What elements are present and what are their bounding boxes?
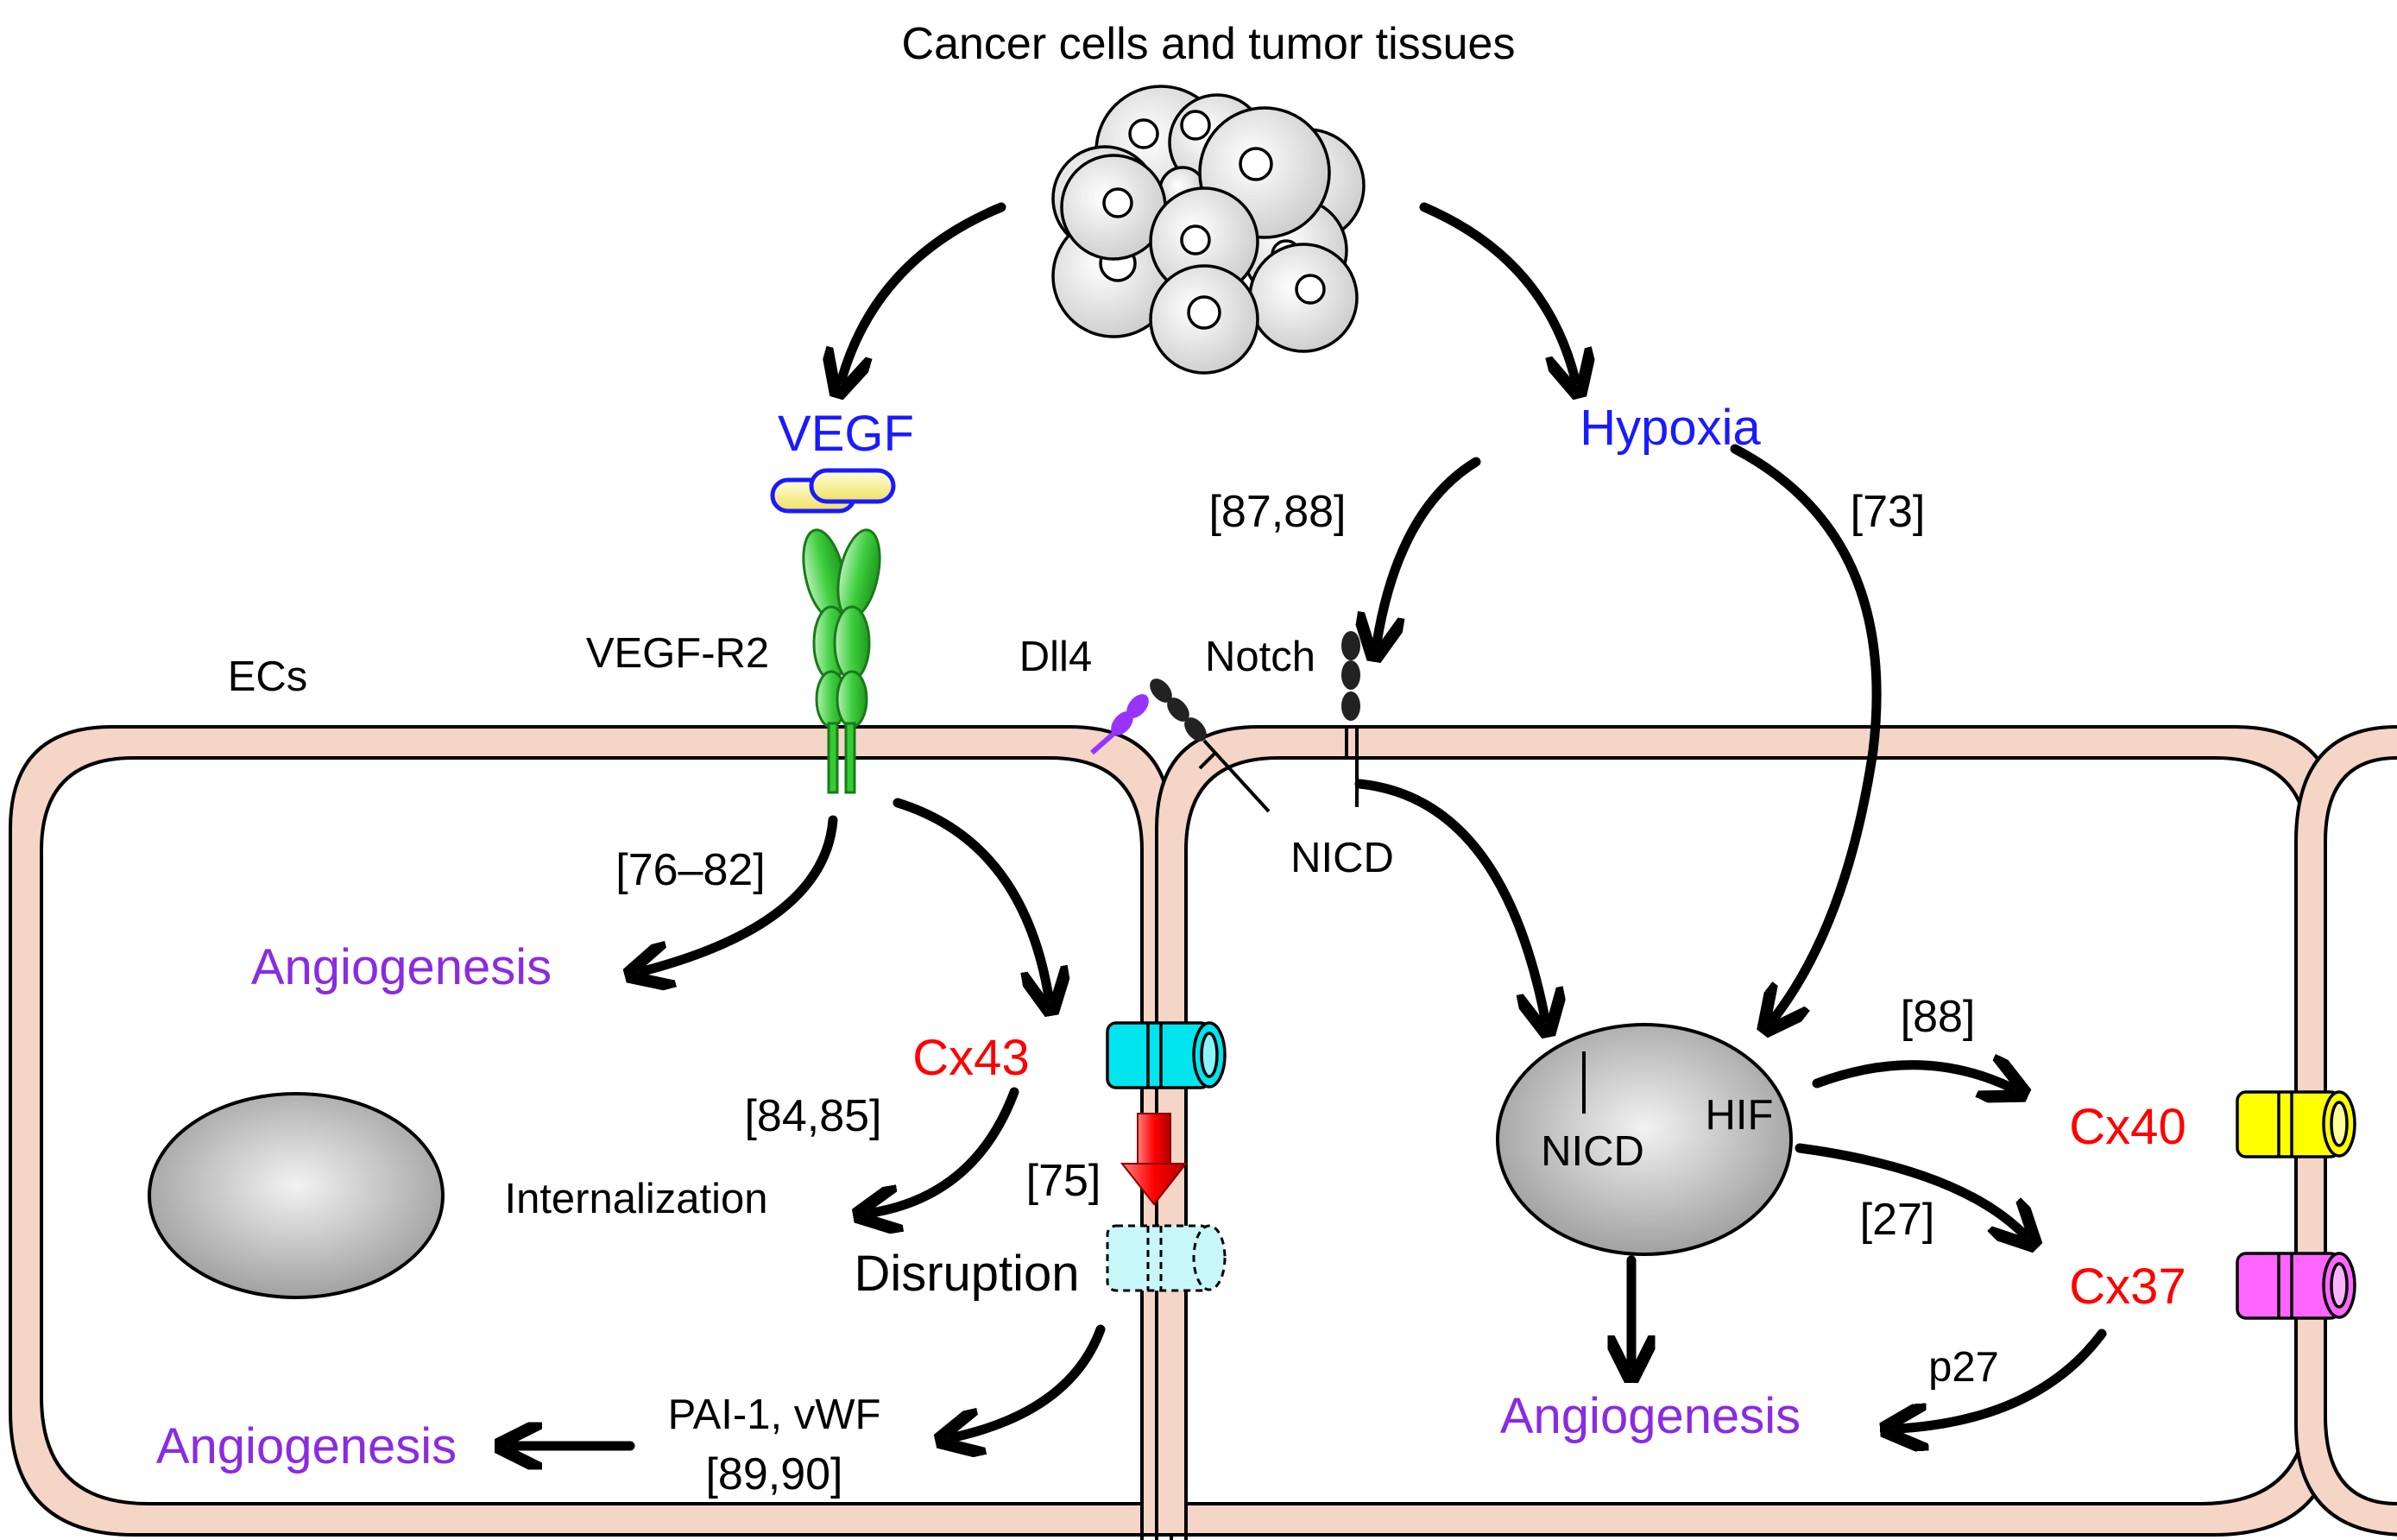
label-dll4: Dll4: [1019, 634, 1092, 680]
arrow-cancer-to-hypoxia: [1419, 202, 1575, 380]
arrows: [514, 202, 2107, 1446]
arrow-hif-to-cx37: [1795, 1143, 2024, 1234]
left-cell-nucleus: [148, 1092, 445, 1299]
arrow-cancer-to-vegf: [842, 202, 1006, 380]
label-hypoxia: Hypoxia: [1580, 400, 1761, 456]
arrow-hif-to-cx40: [1812, 1065, 2011, 1088]
ref-27: [27]: [1860, 1195, 1935, 1245]
arrow-disruption-to-pai: [954, 1324, 1106, 1437]
label-nucleus-nicd: NICD: [1541, 1128, 1644, 1175]
disruption-red-arrow-icon: [1120, 1113, 1189, 1206]
label-pai-vwf: PAI-1, vWF: [668, 1392, 881, 1438]
ref-87-88: [87,88]: [1208, 487, 1346, 537]
label-vegf-r2: VEGF-R2: [586, 630, 769, 677]
vegf-receptor-2-icon: [802, 528, 881, 794]
cancer-cell: [1248, 243, 1359, 353]
cancer-cell: [1149, 264, 1259, 375]
label-angiogenesis-right: Angiogenesis: [1500, 1388, 1801, 1444]
right-cell-nucleus: [1496, 1023, 1793, 1256]
arrow-cx37-to-angiogenesis: [1899, 1329, 2107, 1429]
ref-73: [73]: [1851, 487, 1926, 537]
left-cell-interior: [40, 756, 1144, 1540]
cancer-cell: [1149, 186, 1259, 297]
label-disruption: Disruption: [854, 1246, 1079, 1302]
label-angiogenesis-left-bottom: Angiogenesis: [156, 1418, 457, 1474]
label-vegf: VEGF: [778, 406, 914, 462]
cx43-disrupted-junction-icon: [1106, 1224, 1227, 1292]
title-cancer-cells: Cancer cells and tumor tissues: [902, 19, 1516, 69]
arrow-cx43-to-internalization: [872, 1087, 1019, 1213]
arrow-vegfr2-to-cx43: [893, 798, 1049, 997]
vegf-ligand-icon: [770, 468, 896, 514]
cancer-cell-cluster-icon: [1051, 85, 1366, 375]
cx40-gap-junction-icon: [2236, 1090, 2356, 1158]
arrow-hypoxia-to-notch: [1377, 457, 1481, 643]
label-p27: p27: [1928, 1344, 1999, 1391]
ref-89-90: [89,90]: [705, 1449, 842, 1499]
label-internalization: Internalization: [504, 1176, 767, 1222]
ref-76-82: [76–82]: [615, 845, 766, 895]
label-angiogenesis-left-top: Angiogenesis: [251, 939, 552, 995]
cx37-gap-junction-icon: [2236, 1252, 2356, 1320]
notch-receptor-right-icon: [1341, 631, 1360, 807]
label-notch: Notch: [1205, 634, 1315, 680]
label-cx37: Cx37: [2069, 1259, 2186, 1315]
arrow-nicd-to-nucleus: [1354, 779, 1545, 1019]
notch-receptor-left-icon: [1150, 678, 1271, 813]
label-cx43: Cx43: [912, 1030, 1029, 1086]
arrow-hypoxia-to-hif: [1730, 444, 1882, 1019]
arrow-vegfr2-to-angiogenesis: [643, 815, 838, 971]
label-cx40: Cx40: [2069, 1099, 2186, 1155]
label-ecs: ECs: [228, 653, 308, 700]
dll4-ligand-icon: [1090, 694, 1149, 755]
label-nicd-membrane: NICD: [1290, 835, 1394, 881]
ref-84-85: [84,85]: [744, 1091, 881, 1141]
label-nucleus-hif: HIF: [1706, 1092, 1774, 1139]
cx43-gap-junction-icon: [1106, 1021, 1227, 1089]
ref-88: [88]: [1901, 992, 1976, 1042]
ref-75: [75]: [1026, 1156, 1101, 1206]
